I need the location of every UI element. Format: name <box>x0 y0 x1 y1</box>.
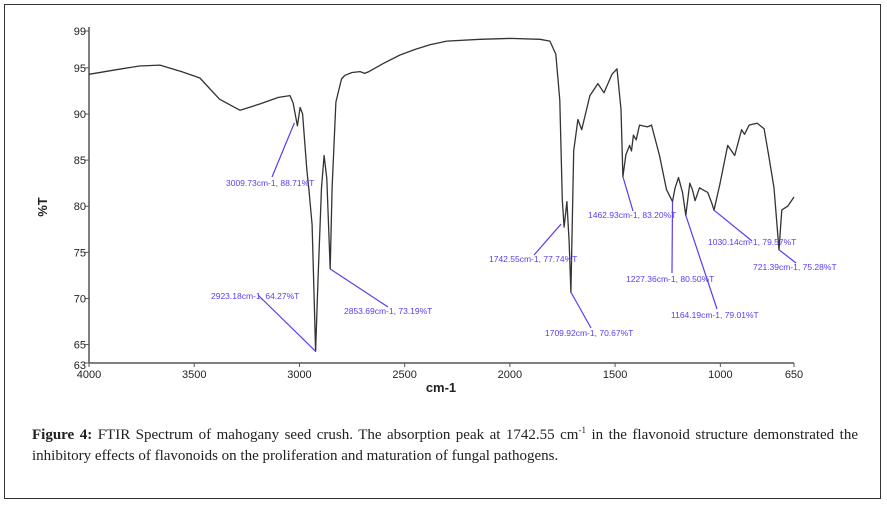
y-tick-label: 75 <box>74 247 86 259</box>
x-tick-label: 650 <box>785 369 803 381</box>
annotation-label: 1030.14cm-1, 79.57%T <box>708 237 796 247</box>
x-tick-label: 2000 <box>498 369 522 381</box>
x-tick-label: 3000 <box>287 369 311 381</box>
annotation-label: 2853.69cm-1, 73.19%T <box>344 306 432 316</box>
annotation-label: 1742.55cm-1, 77.74%T <box>489 254 577 264</box>
x-tick-label: 1000 <box>708 369 732 381</box>
figure-frame <box>4 4 881 499</box>
annotation-leader <box>778 249 797 264</box>
annotation-label: 1709.92cm-1, 70.67%T <box>545 328 633 338</box>
caption-text-1: FTIR Spectrum of mahogany seed crush. Th… <box>92 427 579 443</box>
annotation-leader <box>713 209 753 242</box>
y-tick-label: 90 <box>74 109 86 121</box>
annotation-leader <box>533 223 562 256</box>
x-tick-label: 2500 <box>392 369 416 381</box>
annotation-label: 721.39cm-1, 75.28%T <box>753 262 837 272</box>
caption-label: Figure 4: <box>32 427 93 443</box>
annotation-leader <box>685 215 718 310</box>
y-tick-label: 70 <box>74 293 86 305</box>
annotation-leader <box>257 294 317 352</box>
annotations: 3009.73cm-1, 88.71%T 2923.18cm-1, 64.27%T… <box>211 122 837 352</box>
x-tick-label: 4000 <box>77 369 101 381</box>
x-tick-label: 1500 <box>603 369 627 381</box>
annotation-leader <box>570 291 592 329</box>
y-tick-label: 63 <box>74 360 86 372</box>
x-tick-label: 3500 <box>182 369 206 381</box>
annotation-label: 1227.36cm-1, 80.50%T <box>626 274 714 284</box>
spectrum <box>88 37 795 352</box>
x-axis-label: cm-1 <box>426 380 456 395</box>
caption-text-2: in the flavonoid structure demonstrated … <box>32 427 858 464</box>
y-tick-label: 99 <box>74 26 86 38</box>
annotation-leader <box>329 268 389 308</box>
caption-sup: -1 <box>578 425 586 435</box>
y-tick-label: 95 <box>74 63 86 75</box>
spectrum-line <box>88 37 795 352</box>
annotation-leader <box>622 176 634 212</box>
annotation-label: 1164.19cm-1, 79.01%T <box>671 310 759 320</box>
y-tick-label: 85 <box>74 155 86 167</box>
annotation-label: 3009.73cm-1, 88.71%T <box>226 178 314 188</box>
figure-caption: Figure 4: FTIR Spectrum of mahogany seed… <box>32 420 858 467</box>
annotation-label: 2923.18cm-1, 64.27%T <box>211 291 299 301</box>
y-axis-label: %T <box>35 197 50 217</box>
annotation-leader <box>271 122 295 178</box>
y-tick-label: 65 <box>74 340 86 352</box>
y-tick-label: 80 <box>74 201 86 213</box>
annotation-label: 1462.93cm-1, 83.20%T <box>588 210 676 220</box>
